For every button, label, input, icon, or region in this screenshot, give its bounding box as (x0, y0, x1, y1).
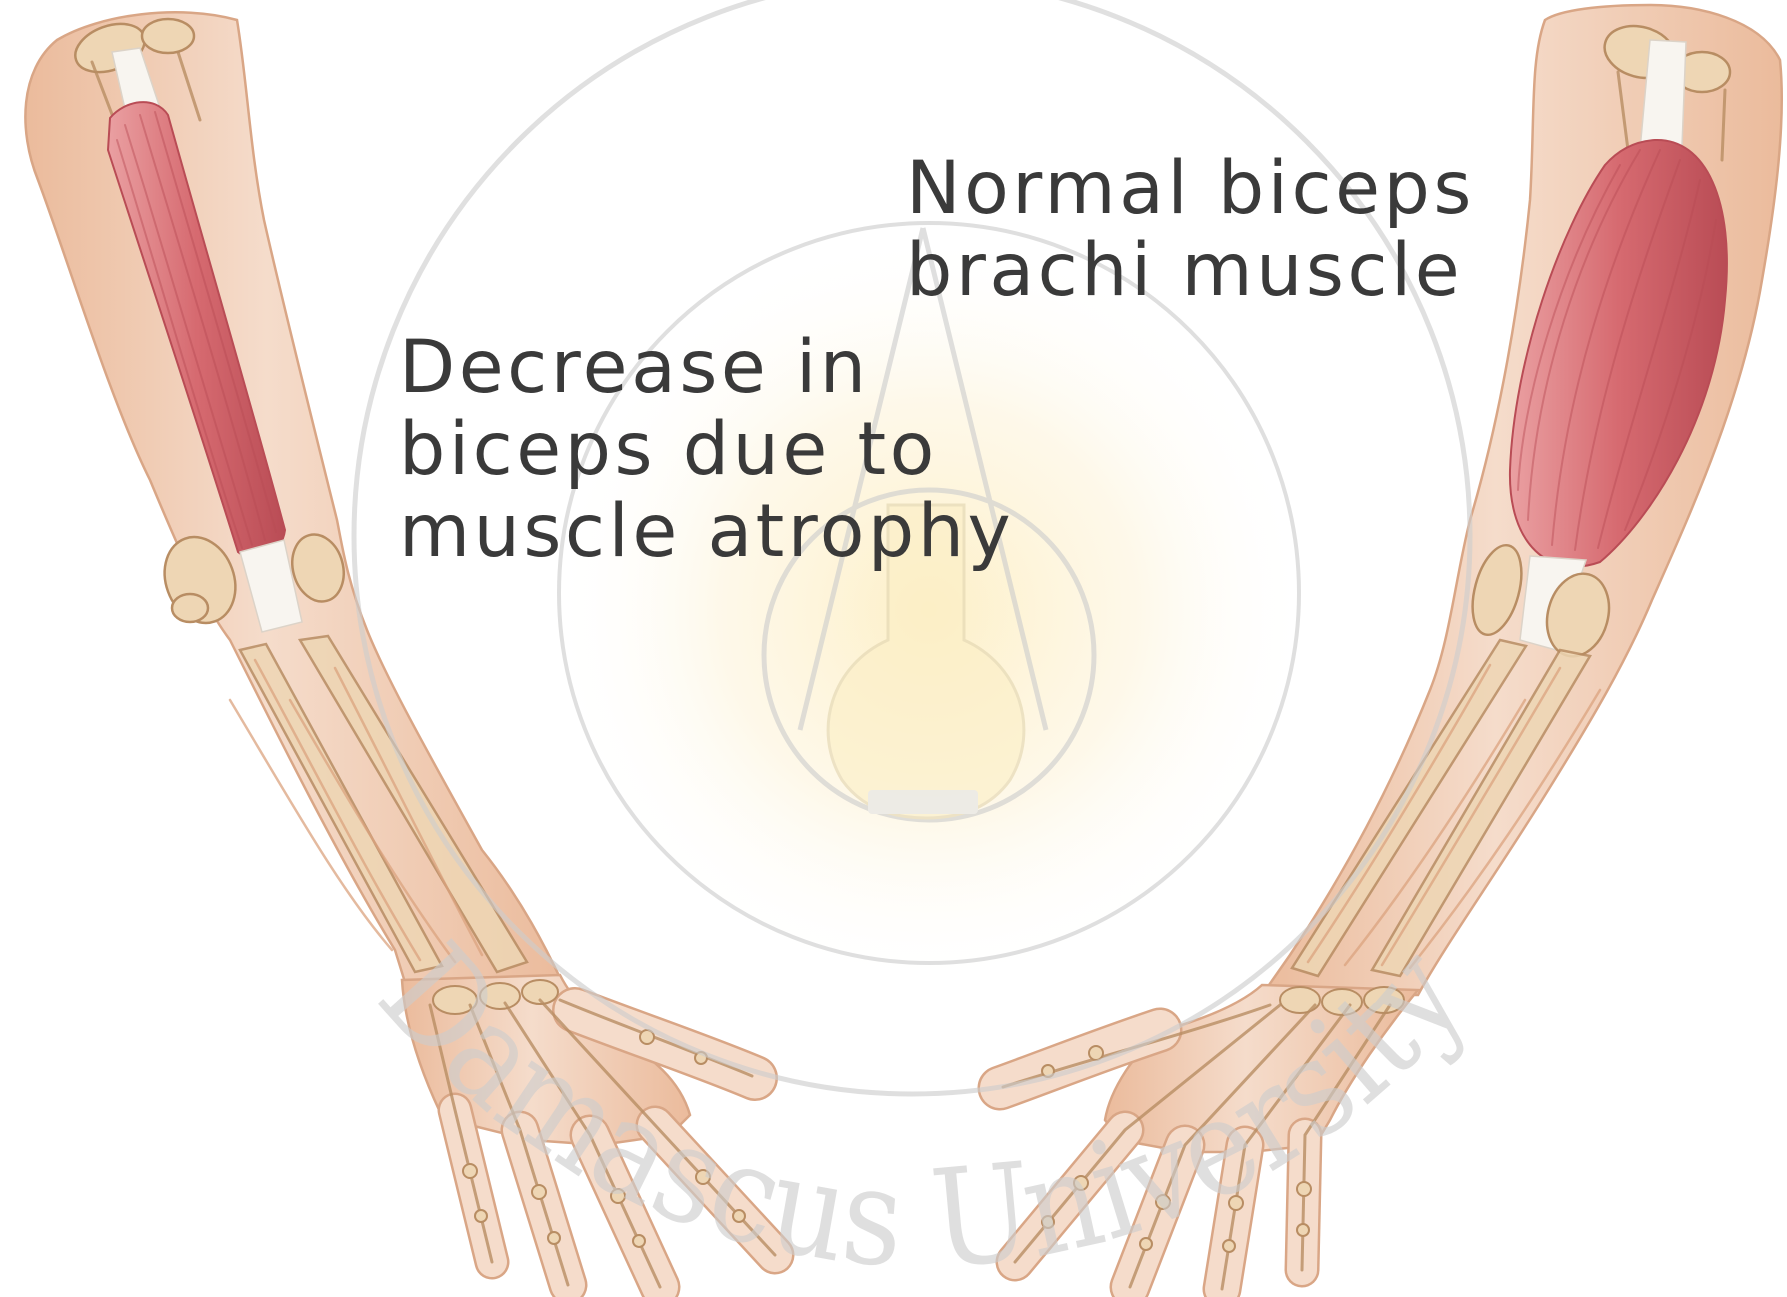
label-normal-biceps: Normal biceps brachi muscle (906, 148, 1475, 312)
flask-base (868, 790, 978, 814)
label-atrophy-line-1: Decrease in (399, 327, 1014, 409)
label-normal-line-2: brachi muscle (906, 230, 1475, 312)
label-atrophy-line-2: biceps due to (399, 409, 1014, 491)
label-muscle-atrophy: Decrease in biceps due to muscle atrophy (399, 327, 1014, 573)
label-atrophy-line-3: muscle atrophy (399, 491, 1014, 573)
label-normal-line-1: Normal biceps (906, 148, 1475, 230)
